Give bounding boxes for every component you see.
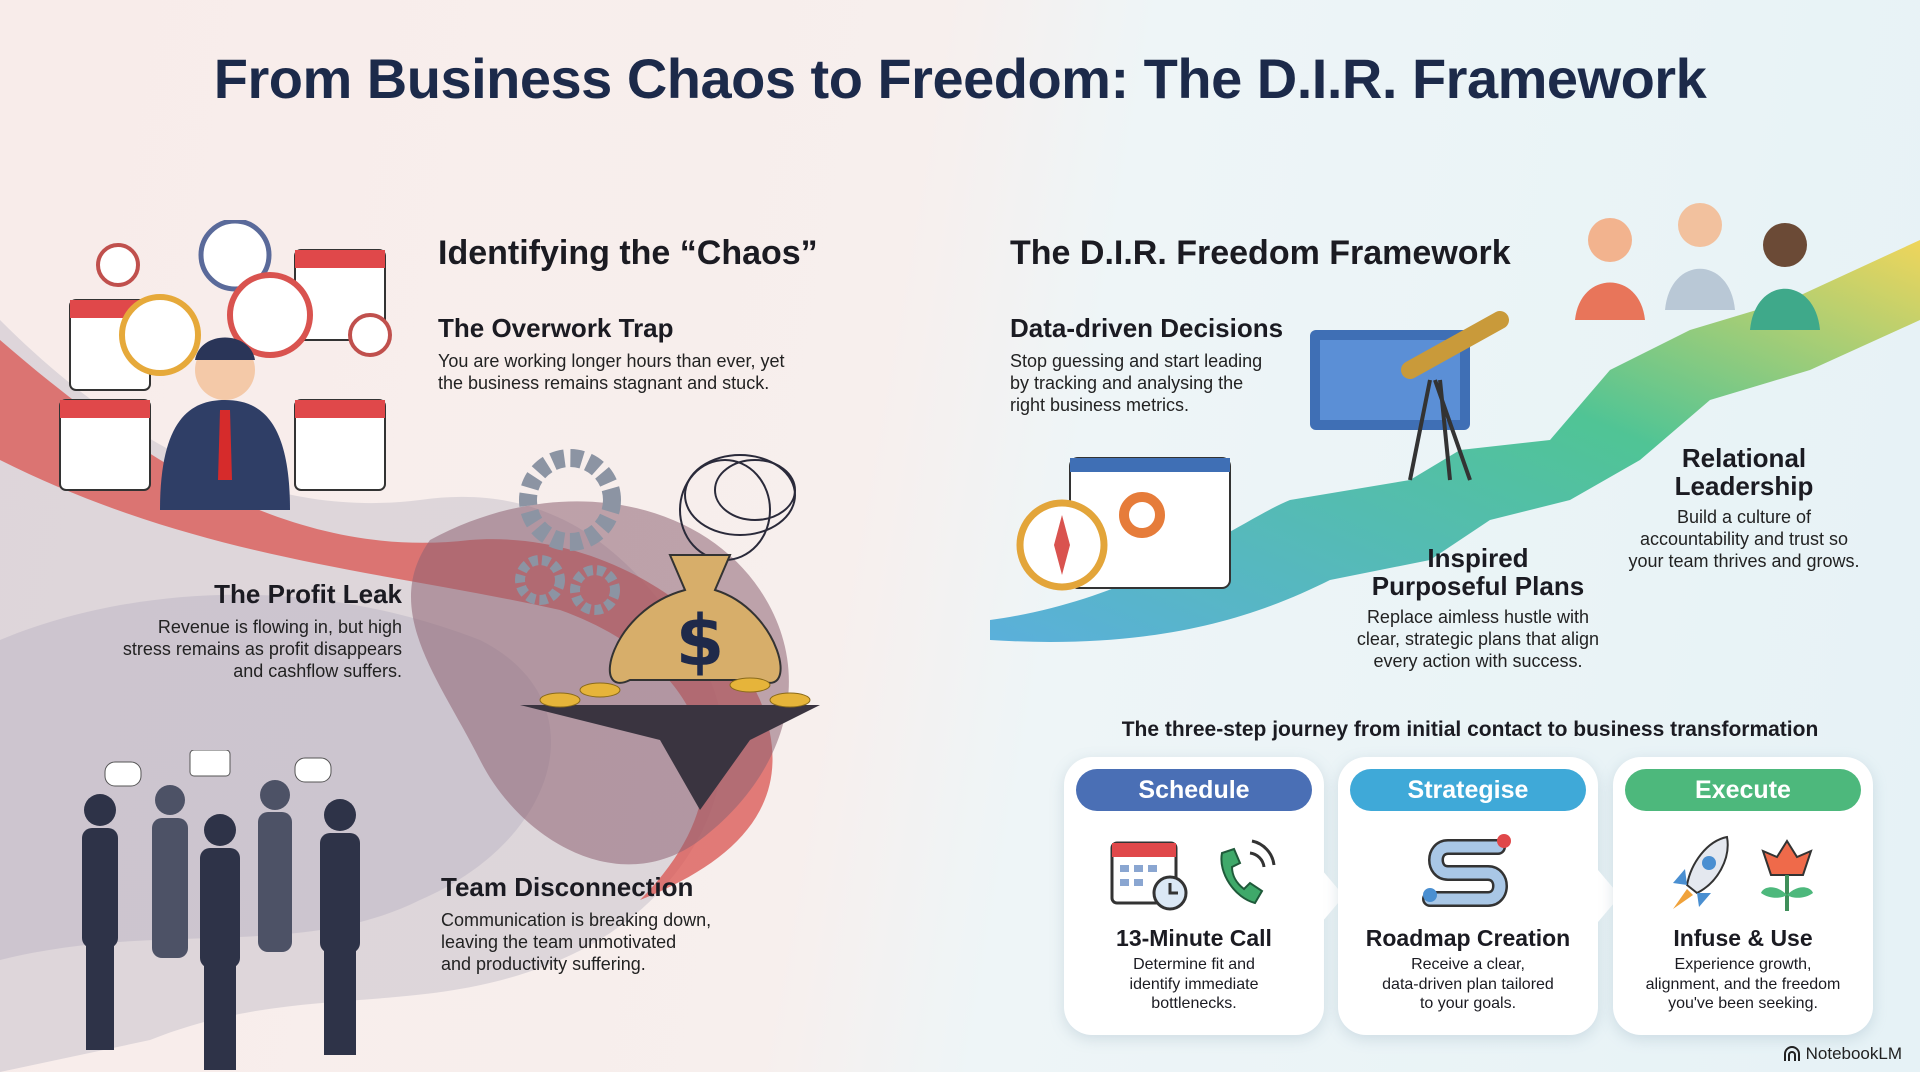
svg-text:$: $ (676, 600, 725, 682)
rocket-icon (1673, 835, 1729, 909)
section-body: Build a culture of accountability and tr… (1584, 506, 1904, 572)
body-line: you've been seeking. (1668, 995, 1818, 1012)
body-line: every action with success. (1373, 651, 1583, 671)
body-line: and cashflow suffers. (233, 661, 402, 681)
disconnected-team-silhouettes (82, 750, 360, 1070)
body-line: leaving the team unmotivated (441, 932, 677, 952)
section-title: Data-driven Decisions (1010, 313, 1284, 343)
body-line: You are working longer hours than ever, … (438, 351, 785, 371)
step-pill-schedule: Schedule (1076, 769, 1312, 811)
section-title: Purposeful Plans (1371, 571, 1585, 601)
team-disconnection-section: Team Disconnection Communication is brea… (441, 873, 861, 975)
notebooklm-brand: NotebookLM (1783, 1044, 1902, 1064)
body-line: stress remains as profit disappears (122, 639, 402, 659)
body-line: clear, strategic plans that align (1356, 629, 1600, 649)
section-title: Relational (1681, 443, 1807, 473)
framework-heading: The D.I.R. Freedom Framework (1010, 234, 1511, 272)
overwhelmed-businessman-illustration (59, 220, 392, 510)
notebooklm-logo-icon (1783, 1046, 1800, 1061)
body-line: Receive a clear, (1411, 956, 1525, 973)
body-line: Communication is breaking down, (441, 910, 712, 930)
body-line: the business remains stagnant and stuck. (438, 373, 770, 393)
body-line: by tracking and analysing the (1010, 373, 1244, 393)
body-line: Revenue is flowing in, but high (157, 617, 402, 637)
section-body: Revenue is flowing in, but high stress r… (40, 616, 402, 682)
step-card-schedule: Schedule 13-Minute Call Determine fit an… (1064, 757, 1324, 1035)
step-card-execute: Execute Infuse & Use Experience growth, … (1613, 757, 1873, 1035)
step-pill-execute: Execute (1625, 769, 1861, 811)
phone-icon (1220, 839, 1276, 905)
step-card-strategise: Strategise Roadmap Creation Receive a cl… (1338, 757, 1598, 1035)
body-line: right business metrics. (1010, 395, 1190, 415)
money-bag-gears-illustration: $ (515, 449, 820, 810)
body-line: Determine fit and (1133, 956, 1255, 973)
body-line: Stop guessing and start leading (1010, 351, 1263, 371)
body-line: bottlenecks. (1151, 995, 1237, 1012)
section-body: Communication is breaking down, leaving … (441, 909, 861, 975)
body-line: Experience growth, (1674, 956, 1812, 973)
growth-staircase-illustration (990, 203, 1920, 642)
profit-leak-section: The Profit Leak Revenue is flowing in, b… (40, 580, 402, 682)
section-title: The Overwork Trap (438, 313, 674, 343)
section-title: Inspired (1427, 543, 1529, 573)
step-title: Infuse & Use (1673, 925, 1813, 951)
body-line: to your goals. (1419, 995, 1517, 1012)
section-body: Stop guessing and start leading by track… (1010, 350, 1330, 416)
flower-icon (1761, 839, 1813, 911)
overwork-trap-section: The Overwork Trap You are working longer… (438, 314, 858, 394)
steps-heading: The three-step journey from initial cont… (1121, 718, 1819, 741)
step-body: Determine fit and identify immediate bot… (1078, 955, 1310, 1014)
step-title: Roadmap Creation (1365, 925, 1571, 951)
body-line: alignment, and the freedom (1645, 975, 1841, 993)
body-line: your team thrives and grows. (1628, 551, 1860, 571)
body-line: and productivity suffering. (441, 954, 646, 974)
body-line: accountability and trust so (1639, 529, 1849, 549)
section-title: Leadership (1674, 471, 1814, 501)
section-title: Team Disconnection (441, 872, 694, 902)
page-title: From Business Chaos to Freedom: The D.I.… (213, 47, 1707, 110)
relational-leadership-section: Relational Leadership Build a culture of… (1584, 444, 1904, 572)
step-body: Experience growth, alignment, and the fr… (1627, 955, 1859, 1014)
inspired-plans-section: Inspired Purposeful Plans Replace aimles… (1318, 544, 1638, 672)
section-body: You are working longer hours than ever, … (438, 350, 858, 394)
body-line: Build a culture of (1676, 507, 1812, 527)
step-pill-strategise: Strategise (1350, 769, 1586, 811)
body-line: data-driven plan tailored (1382, 975, 1554, 993)
calendar-clock-icon (1110, 841, 1188, 911)
body-line: Replace aimless hustle with (1366, 607, 1590, 627)
section-title: The Profit Leak (214, 579, 402, 609)
step-body: Receive a clear, data-driven plan tailor… (1352, 955, 1584, 1014)
roadmap-icon (1422, 834, 1511, 907)
chaos-heading: Identifying the “Chaos” (438, 234, 818, 272)
body-line: identify immediate (1129, 975, 1259, 993)
brand-label: NotebookLM (1805, 1044, 1902, 1063)
step-title: 13-Minute Call (1116, 925, 1272, 951)
section-body: Replace aimless hustle with clear, strat… (1318, 606, 1638, 672)
data-driven-decisions-section: Data-driven Decisions Stop guessing and … (1010, 314, 1330, 416)
